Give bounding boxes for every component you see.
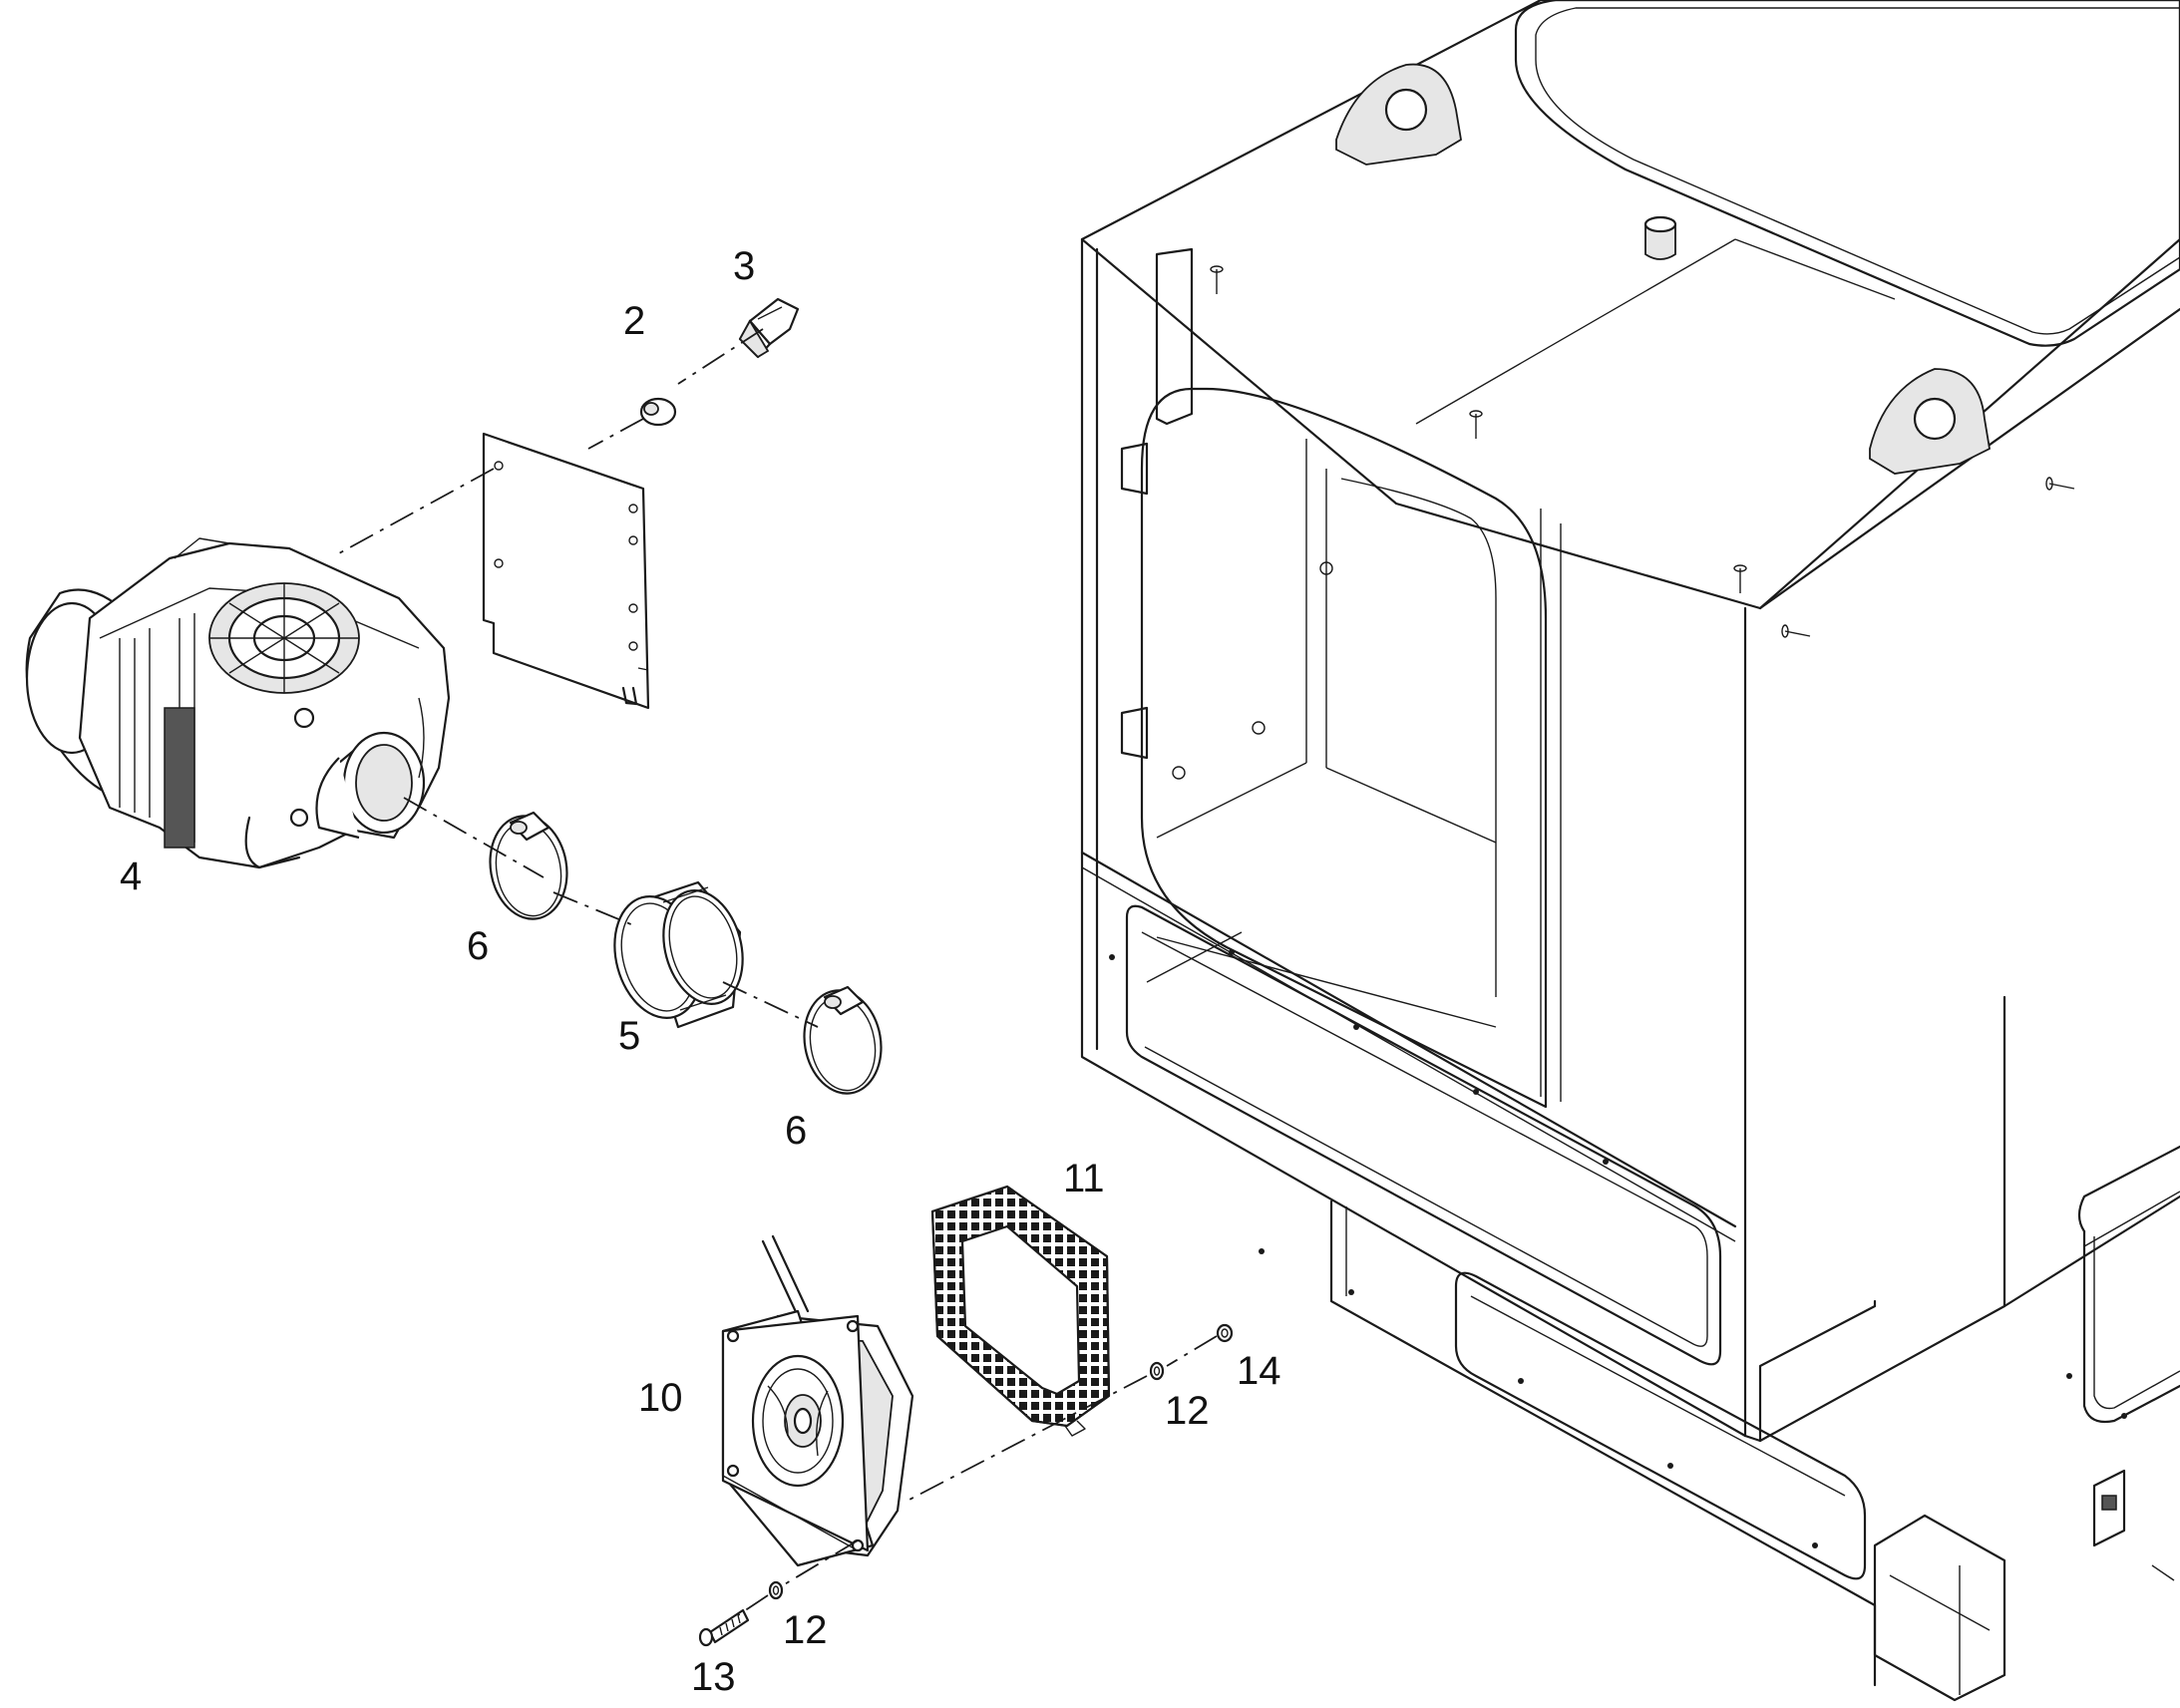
part-13-screw <box>698 1608 750 1647</box>
mounting-plate <box>482 432 650 710</box>
callout-5: 5 <box>618 1014 640 1058</box>
leader-lines <box>338 328 1218 1616</box>
callout-11: 11 <box>1063 1157 1105 1200</box>
part-4-blower-motor <box>25 537 451 869</box>
callout-4: 4 <box>120 854 142 898</box>
part-5-hose-coupling <box>613 880 744 1029</box>
part-3-screw <box>738 297 800 359</box>
callout-13: 13 <box>691 1655 736 1699</box>
callout-labels: 2 3 4 6 5 6 11 10 14 12 12 13 <box>120 244 1281 1699</box>
callout-6: 6 <box>785 1109 807 1153</box>
callout-10: 10 <box>638 1376 683 1420</box>
part-12-washer-upper <box>1149 1361 1165 1381</box>
part-11-mesh-guard <box>930 1185 1111 1437</box>
part-2-washer <box>639 397 677 427</box>
part-12-washer-lower <box>768 1580 784 1600</box>
part-10-radial-fan <box>721 1234 914 1567</box>
part-6-clamp-lower <box>803 985 883 1095</box>
cabinet-housing <box>1080 0 2180 1702</box>
callout-6: 6 <box>467 924 489 968</box>
callout-12: 12 <box>1165 1389 1210 1433</box>
callout-3: 3 <box>733 244 755 288</box>
part-6-clamp-upper <box>489 811 568 920</box>
callout-2: 2 <box>623 299 645 343</box>
part-14-nut <box>1216 1323 1234 1343</box>
callout-12: 12 <box>783 1608 828 1652</box>
callout-14: 14 <box>1237 1349 1281 1393</box>
